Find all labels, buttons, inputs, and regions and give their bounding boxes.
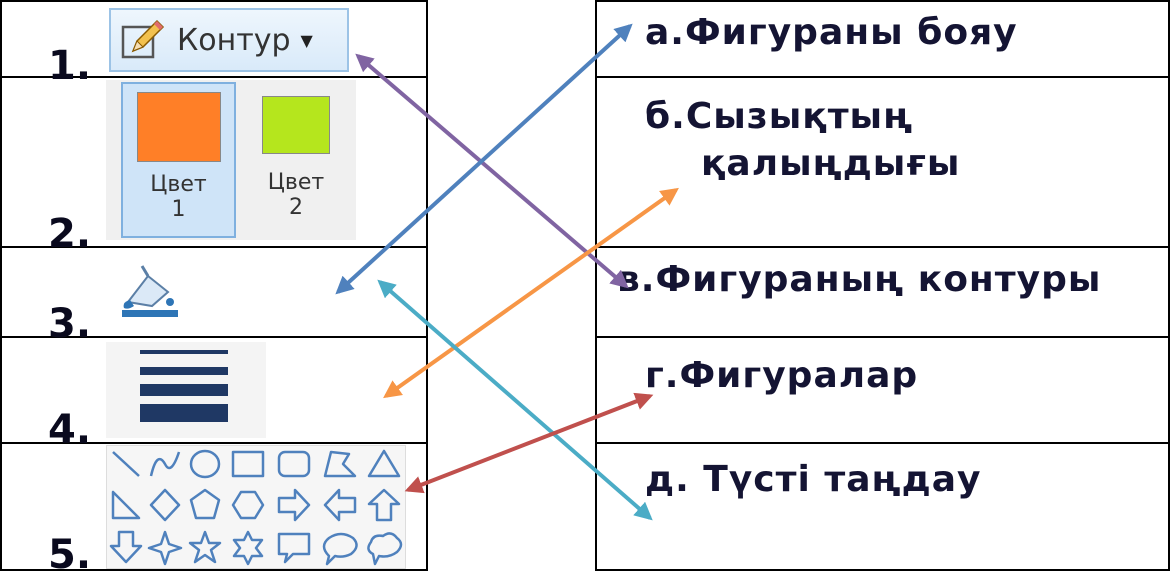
arrow-4-to-b xyxy=(383,187,679,399)
shapes-gallery xyxy=(106,445,406,569)
pencil-icon xyxy=(121,19,165,59)
answer-a: а.Фигураны бояу xyxy=(645,12,1018,53)
line-weight-icon[interactable] xyxy=(106,342,266,438)
color-1-number: 1 xyxy=(171,197,186,223)
shapes-grid xyxy=(109,449,403,566)
answer-d: г.Фигуралар xyxy=(645,355,919,396)
chevron-down-icon: ▼ xyxy=(300,30,313,50)
rounded-rectangle-shape-icon[interactable] xyxy=(277,450,311,478)
arrow-3-to-e xyxy=(377,279,653,521)
right-triangle-shape-icon[interactable] xyxy=(111,490,141,520)
rectangle-shape-icon[interactable] xyxy=(231,450,265,478)
answer-c: в.Фигураның контуры xyxy=(617,259,1102,300)
diamond-shape-icon[interactable] xyxy=(149,488,181,522)
hexagon-shape-icon[interactable] xyxy=(231,490,265,520)
color-2-number: 2 xyxy=(289,195,303,221)
item-number-4: 4. xyxy=(48,407,92,453)
color-1-label: Цвет xyxy=(150,172,207,197)
item-number-5: 5. xyxy=(48,532,92,578)
arrow-5-to-d xyxy=(404,392,654,494)
color-panel: Цвет 1 Цвет 2 xyxy=(106,80,356,240)
color-2-label: Цвет xyxy=(267,170,325,195)
item-number-3: 3. xyxy=(48,301,92,347)
polygon-shape-icon[interactable] xyxy=(323,450,357,478)
color-1-button[interactable]: Цвет 1 xyxy=(121,82,236,238)
answer-b-line2: қалыңдығы xyxy=(701,142,961,184)
pentagon-shape-icon[interactable] xyxy=(189,488,221,520)
color-1-swatch xyxy=(136,92,221,162)
line-shape-icon[interactable] xyxy=(112,451,140,477)
five-point-star-shape-icon[interactable] xyxy=(188,530,222,564)
color-2-swatch xyxy=(262,96,330,154)
cloud-callout-shape-icon[interactable] xyxy=(367,532,403,566)
right-cell-b xyxy=(595,76,1170,248)
arrow-right-shape-icon[interactable] xyxy=(277,488,311,522)
right-cell-e xyxy=(595,442,1170,571)
arrow-left-shape-icon[interactable] xyxy=(323,488,357,522)
arrow-down-shape-icon[interactable] xyxy=(109,530,143,564)
item-number-2: 2. xyxy=(48,211,92,257)
answer-b: б.Сызықтың қалыңдығы xyxy=(645,94,960,188)
outline-button-label: Контур xyxy=(177,22,291,58)
rectangular-callout-shape-icon[interactable] xyxy=(277,532,311,564)
paint-bucket-icon[interactable] xyxy=(118,262,184,320)
item-number-1: 1. xyxy=(48,43,92,89)
answer-b-line1: б.Сызықтың xyxy=(645,96,914,137)
oval-shape-icon[interactable] xyxy=(189,449,221,479)
outline-button[interactable]: Контур ▼ xyxy=(109,8,349,72)
curve-shape-icon[interactable] xyxy=(149,451,181,477)
six-point-star-shape-icon[interactable] xyxy=(232,530,264,566)
oval-callout-shape-icon[interactable] xyxy=(322,532,358,566)
arrow-1-to-c xyxy=(355,53,629,289)
right-cell-c xyxy=(595,246,1170,338)
color-2-button[interactable]: Цвет 2 xyxy=(246,82,346,238)
answer-e: д. Түсті таңдау xyxy=(645,459,982,500)
right-cell-a xyxy=(595,0,1170,78)
four-point-star-shape-icon[interactable] xyxy=(147,530,183,566)
